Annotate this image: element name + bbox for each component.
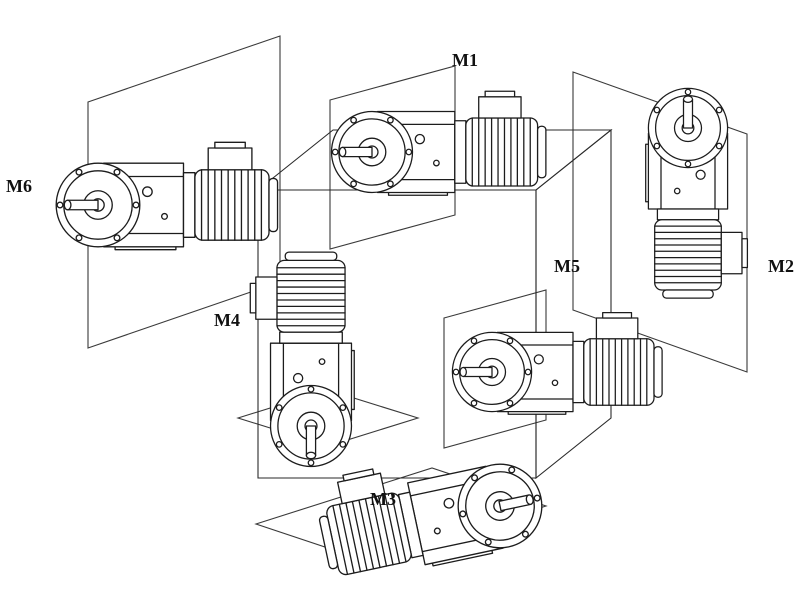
gearmotor-illustrations — [55, 87, 749, 588]
label-m6: M6 — [6, 176, 32, 196]
position-labels: M1 M2 M3 M4 M5 M6 — [6, 50, 794, 509]
gearmotor-m1-illustration — [330, 90, 547, 196]
gearmotor-m2-illustration — [645, 87, 749, 299]
label-m1: M1 — [452, 50, 478, 70]
gearmotor-m5-illustration — [451, 311, 663, 415]
gearmotor-m4-illustration — [249, 251, 355, 468]
mounting-plane-m5 — [443, 289, 547, 449]
gearmotor-m3-illustration — [310, 435, 551, 588]
label-m2: M2 — [768, 256, 794, 276]
gearmotor-m6-illustration — [55, 141, 279, 251]
label-m4: M4 — [214, 310, 240, 330]
mounting-plane-m1 — [329, 65, 456, 250]
label-m5: M5 — [554, 256, 580, 276]
label-m3: M3 — [370, 489, 396, 509]
